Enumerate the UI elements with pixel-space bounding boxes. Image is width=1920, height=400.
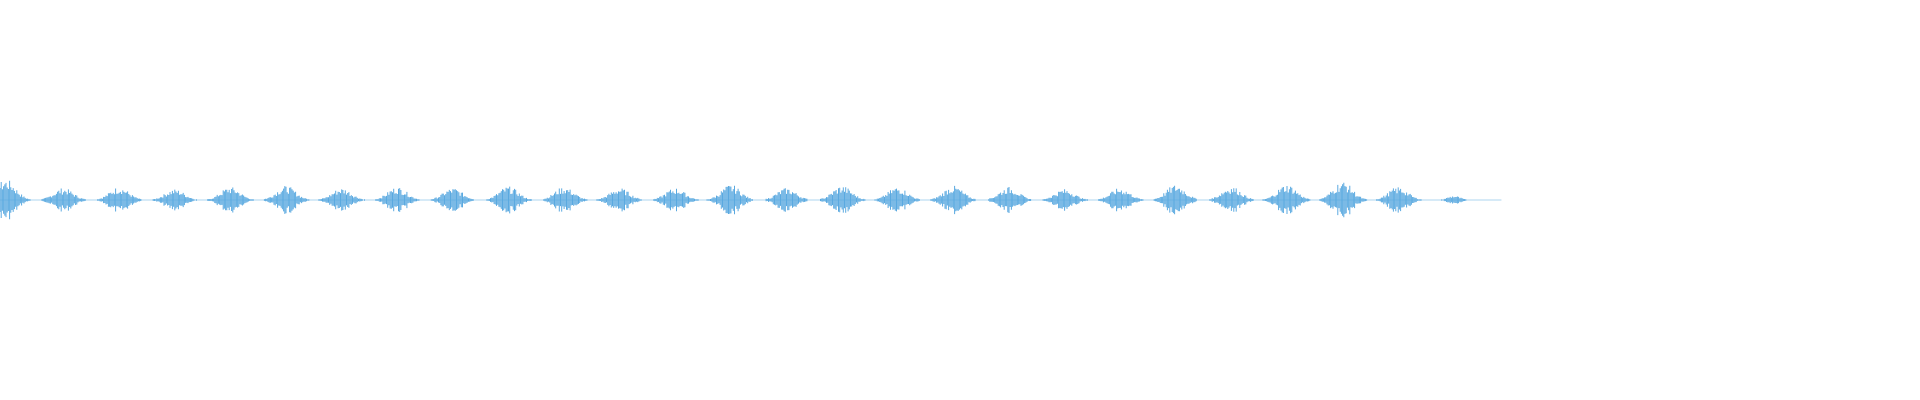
waveform-burst-path	[486, 186, 532, 214]
waveform-burst	[318, 189, 365, 211]
waveform-burst	[653, 188, 699, 212]
waveform-burst	[486, 186, 532, 214]
waveform-burst-path	[430, 189, 474, 211]
waveform-burst-path	[874, 188, 920, 212]
waveform-burst-path	[207, 187, 254, 213]
waveform-burst	[1319, 182, 1368, 218]
waveform-burst	[97, 188, 142, 212]
waveform-burst-path	[0, 180, 31, 220]
waveform-burst	[543, 188, 588, 212]
waveform-burst	[1376, 187, 1422, 213]
waveform-bursts	[0, 180, 1467, 220]
waveform-burst-path	[318, 189, 365, 211]
waveform-burst	[41, 188, 86, 212]
waveform-burst-path	[375, 188, 420, 212]
waveform-burst-path	[820, 187, 866, 213]
waveform-burst-path	[1319, 182, 1368, 218]
waveform-burst-path	[596, 188, 642, 212]
waveform-burst	[1441, 196, 1467, 204]
waveform-burst	[1262, 186, 1311, 214]
waveform-burst-path	[706, 185, 753, 215]
waveform-burst-path	[1262, 186, 1311, 214]
waveform-burst	[874, 188, 920, 212]
waveform-burst	[0, 180, 31, 220]
waveform-burst	[930, 185, 976, 215]
waveform-burst-path	[1376, 187, 1422, 213]
waveform-burst	[152, 189, 197, 211]
waveform-burst	[596, 188, 642, 212]
waveform-burst	[820, 187, 866, 213]
waveform-burst	[765, 188, 808, 212]
waveform-burst	[988, 187, 1032, 213]
waveform-burst-path	[263, 186, 310, 214]
waveform-burst	[1098, 188, 1144, 212]
waveform-burst-path	[152, 189, 197, 211]
waveform-burst-path	[988, 187, 1032, 213]
waveform-burst	[1153, 185, 1197, 215]
waveform-burst-path	[930, 185, 976, 215]
waveform-burst-path	[41, 188, 86, 212]
waveform-burst-path	[653, 188, 699, 212]
waveform-burst	[207, 187, 254, 213]
waveform-burst-path	[97, 188, 142, 212]
waveform-burst	[1209, 188, 1254, 212]
waveform-burst	[375, 188, 420, 212]
waveform-burst-path	[1042, 189, 1088, 211]
waveform-burst-path	[1209, 188, 1254, 212]
waveform-burst-path	[1441, 196, 1467, 204]
waveform-burst	[263, 186, 310, 214]
waveform-burst	[430, 189, 474, 211]
waveform-burst	[706, 185, 753, 215]
waveform-burst-path	[543, 188, 588, 212]
waveform-burst-path	[1098, 188, 1144, 212]
waveform-burst-path	[765, 188, 808, 212]
waveform-burst	[1042, 189, 1088, 211]
waveform-burst-path	[1153, 185, 1197, 215]
